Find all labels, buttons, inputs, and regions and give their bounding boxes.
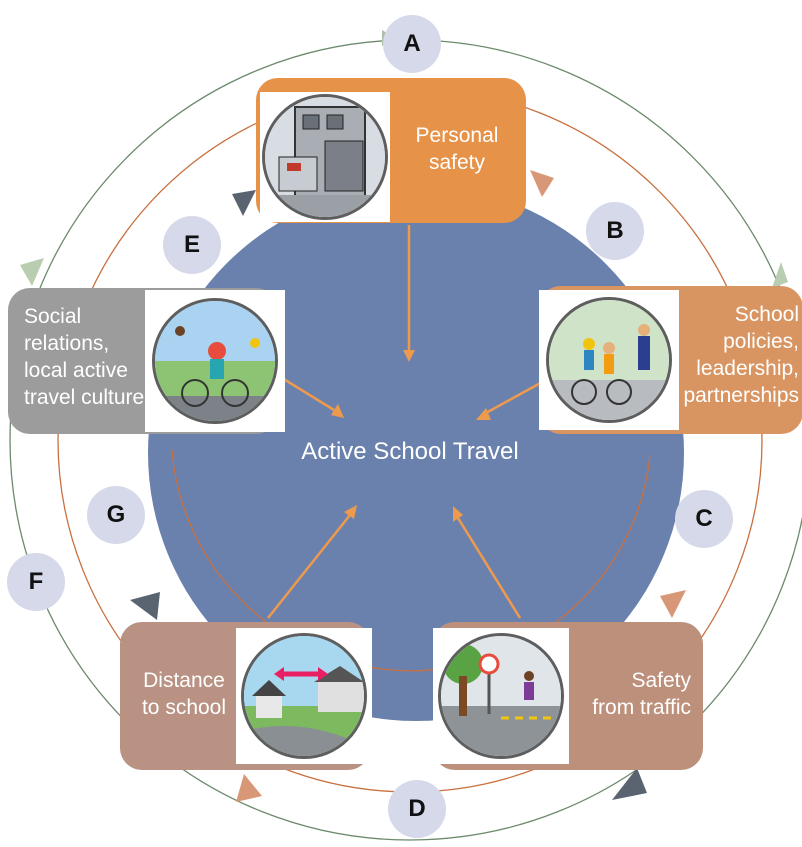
safety-from-traffic-illustration <box>433 628 569 764</box>
safety-from-traffic-label: Safety from traffic <box>567 667 691 721</box>
traffic-line-2: from traffic <box>592 696 691 719</box>
social-relations-line-1: Social <box>24 305 82 328</box>
center-label: Active School Travel <box>301 438 519 465</box>
badge-a: A <box>383 15 441 73</box>
arrow-social <box>331 404 344 418</box>
school-policies-line-4: partnerships <box>683 384 799 407</box>
distance-to-school-label: Distance to school <box>130 667 238 721</box>
badge-f: F <box>7 553 65 611</box>
inner-arc-d <box>171 449 651 672</box>
factor-personal-safety: Personal safety <box>256 78 526 223</box>
ring-arrowhead-g <box>130 592 160 620</box>
badge-d: D <box>388 780 446 838</box>
house-to-school-icon <box>241 633 367 759</box>
distance-to-school-illustration <box>236 628 372 764</box>
badge-b: B <box>586 202 644 260</box>
social-relations-line-2: relations, <box>24 332 110 355</box>
badge-g: G <box>87 486 145 544</box>
ring-arrowhead-b <box>530 170 554 197</box>
arrow-policies <box>476 408 491 420</box>
personal-safety-line-2: safety <box>428 151 486 174</box>
social-relations-line-4: travel culture <box>24 386 145 409</box>
ring-arrowhead-right <box>772 262 788 288</box>
badge-e: E <box>163 216 221 274</box>
social-relations-line-3: local active <box>24 359 128 382</box>
social-relations-label: Social relations, local active travel cu… <box>24 303 214 411</box>
school-policies-line-2: policies, <box>723 330 799 353</box>
personal-safety-label: Personal safety <box>396 122 518 176</box>
personal-safety-illustration <box>260 92 390 222</box>
ring-arrowhead-e <box>232 190 256 216</box>
factor-social-relations: Social relations, local active travel cu… <box>8 288 285 434</box>
arrow-distance <box>344 505 357 519</box>
school-policies-label: School policies, leadership, partnership… <box>659 301 799 409</box>
school-policies-line-1: School <box>734 303 799 326</box>
personal-safety-line-1: Personal <box>415 124 499 147</box>
factor-distance-to-school: Distance to school <box>120 622 372 770</box>
children-cycling-icon <box>152 298 278 424</box>
ring-arrowhead-d-left <box>236 774 262 802</box>
ring-arrowhead-left <box>20 258 44 286</box>
arrow-traffic <box>453 506 463 522</box>
distance-line-2: to school <box>141 696 227 719</box>
factor-school-policies: School policies, leadership, partnership… <box>539 286 802 434</box>
badge-c: C <box>675 490 733 548</box>
factor-safety-from-traffic: Safety from traffic <box>433 622 703 770</box>
speed-sign-walking-child-icon <box>438 633 564 759</box>
school-policies-line-3: leadership, <box>696 357 799 380</box>
school-policies-illustration <box>539 290 679 430</box>
distance-line-1: Distance <box>143 669 225 692</box>
ring-arrowhead-d-right <box>612 768 647 800</box>
traffic-line-1: Safety <box>631 669 691 692</box>
building-icon <box>262 94 388 220</box>
cyclists-with-officer-icon <box>546 297 672 423</box>
ring-arrowhead-c <box>660 590 686 618</box>
arrow-personal <box>403 350 415 362</box>
social-relations-illustration <box>145 290 285 432</box>
